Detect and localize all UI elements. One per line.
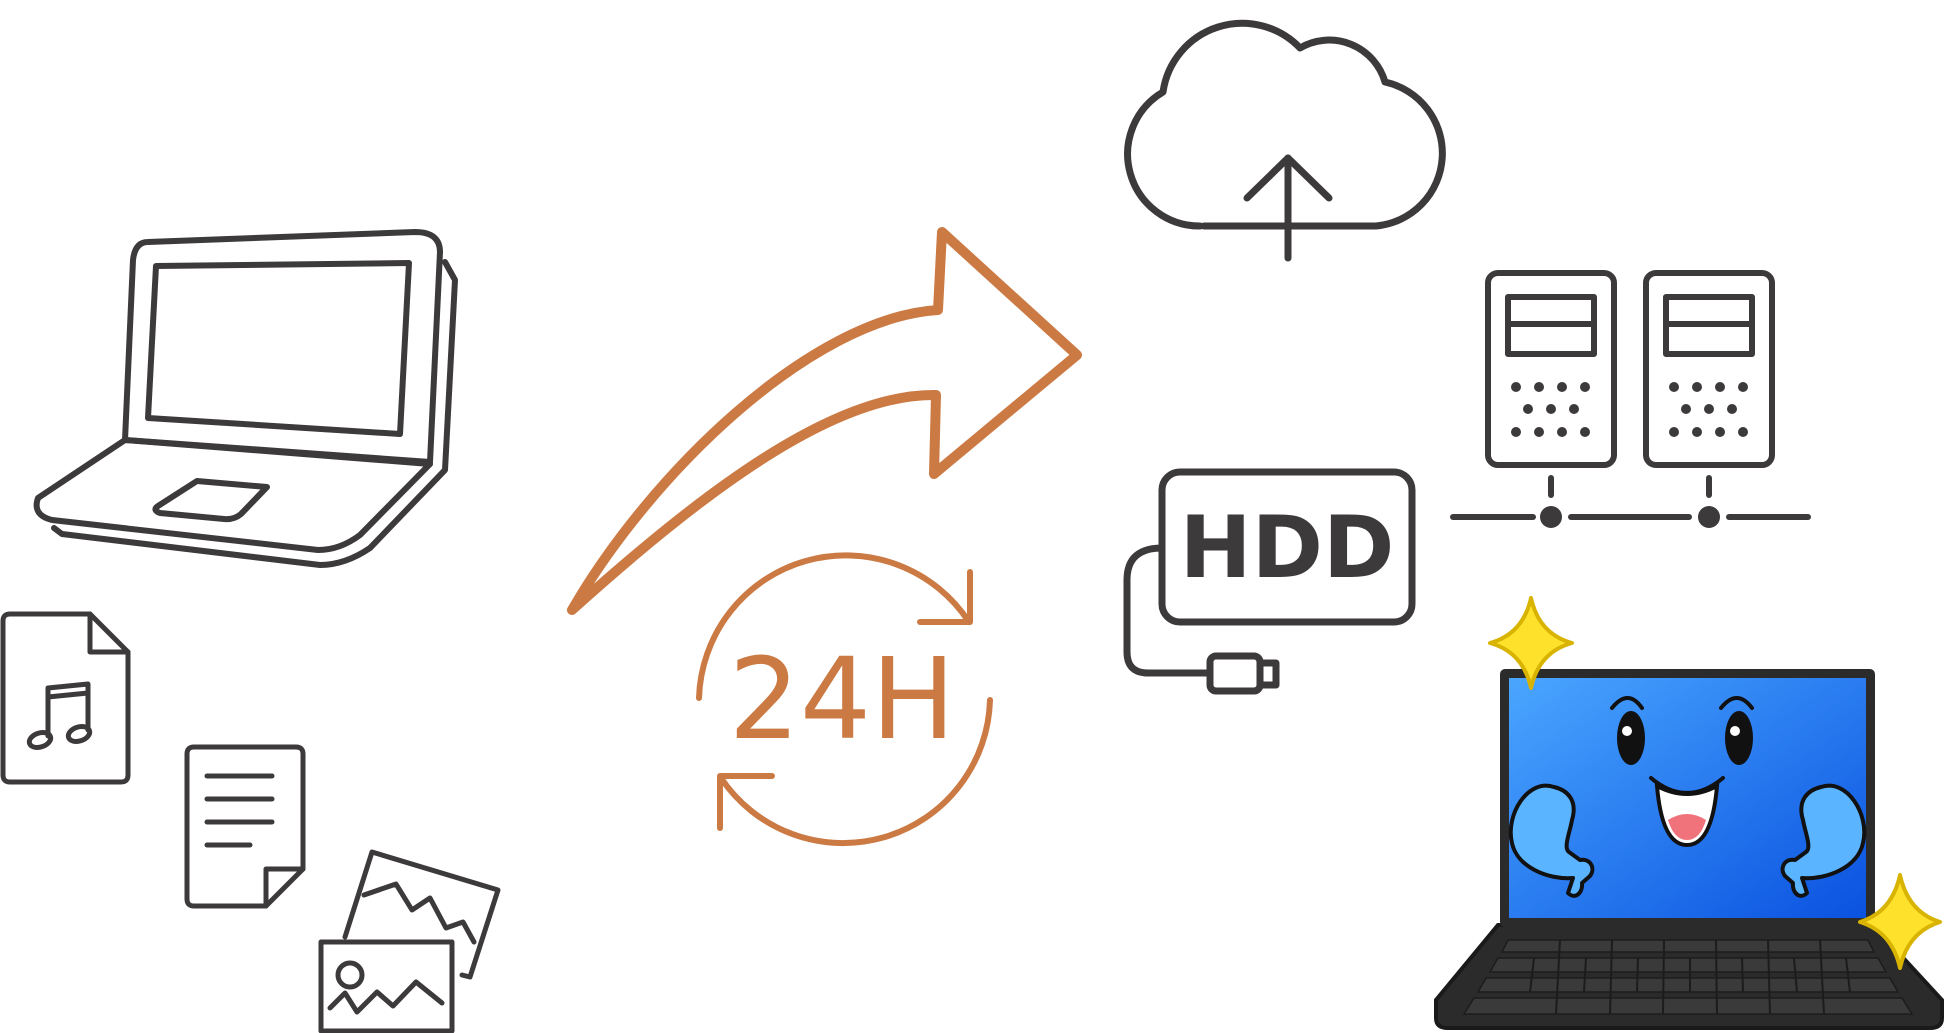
keyboard-keys <box>1462 939 1914 1015</box>
cycle-arrows-icon <box>696 552 993 847</box>
cycle-label: 24H <box>729 635 956 765</box>
cloud-upload-icon <box>1124 19 1446 262</box>
sparkle-icon <box>1858 873 1942 970</box>
curved-arrow-icon <box>567 227 1082 615</box>
hdd-label: HDD <box>1180 498 1395 598</box>
music-file-icon <box>0 611 131 785</box>
keyboard-key-dividers <box>1529 939 1851 1015</box>
server-network-icon <box>1450 270 1811 520</box>
photo-stack-icon <box>318 849 501 1033</box>
laptop-outline-icon <box>33 229 458 568</box>
external-hdd-icon <box>1123 468 1416 695</box>
server-status-dots <box>1511 382 1748 528</box>
sparkle-icon <box>1488 596 1574 690</box>
happy-laptop-mascot-icon <box>1434 669 1944 1030</box>
text-document-icon <box>184 744 306 909</box>
